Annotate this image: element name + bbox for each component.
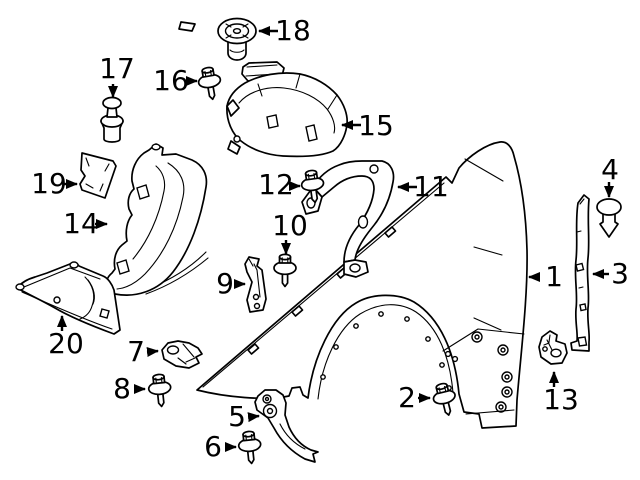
part-20-underbody-shield <box>15 261 121 335</box>
part-15-wheelhouse-liner-rear <box>178 21 348 158</box>
callout-16[interactable]: 16 <box>153 64 189 97</box>
callout-10[interactable]: 10 <box>272 209 308 242</box>
callout-1[interactable]: 1 <box>545 260 563 293</box>
part-14-wheelhouse-liner-front <box>105 143 209 296</box>
callout-3[interactable]: 3 <box>611 257 629 290</box>
callout-2[interactable]: 2 <box>398 381 416 414</box>
callout-5[interactable]: 5 <box>228 400 246 433</box>
part-10-screw <box>273 253 297 288</box>
fender-bolt-holes <box>471 331 513 413</box>
arrow-to-part-7 <box>146 347 159 357</box>
callout-6[interactable]: 6 <box>204 430 222 463</box>
callout-15[interactable]: 15 <box>358 109 394 142</box>
callout-7[interactable]: 7 <box>127 335 145 368</box>
part-13-rear-bracket <box>538 330 568 365</box>
part-3-side-rail <box>570 194 591 352</box>
callout-14[interactable]: 14 <box>63 207 99 240</box>
callout-9[interactable]: 9 <box>216 267 234 300</box>
part-2-screw <box>429 380 461 419</box>
callout-4[interactable]: 4 <box>601 153 619 186</box>
part-8-screw <box>146 372 174 409</box>
callout-12[interactable]: 12 <box>258 168 294 201</box>
part-7-front-bracket <box>161 340 203 369</box>
callout-8[interactable]: 8 <box>113 372 131 405</box>
part-16-screw <box>195 64 225 103</box>
callout-arrows <box>57 26 614 452</box>
callout-17[interactable]: 17 <box>99 52 135 85</box>
callout-18[interactable]: 18 <box>275 14 311 47</box>
part-9-upper-bracket <box>244 256 267 313</box>
part-17-push-pin <box>100 96 124 143</box>
part-1-fender-panel <box>196 141 528 429</box>
part-5-lower-bracket <box>254 389 319 463</box>
part-19-pad <box>79 152 117 199</box>
callout-19[interactable]: 19 <box>31 167 67 200</box>
callout-20[interactable]: 20 <box>48 327 84 360</box>
arrow-to-part-5 <box>247 412 260 423</box>
part-6-screw <box>236 429 264 466</box>
part-4-expansion-rivet <box>596 198 622 238</box>
callout-13[interactable]: 13 <box>543 383 579 416</box>
part-18-grommet-nut <box>217 17 257 61</box>
callout-11[interactable]: 11 <box>413 170 449 203</box>
